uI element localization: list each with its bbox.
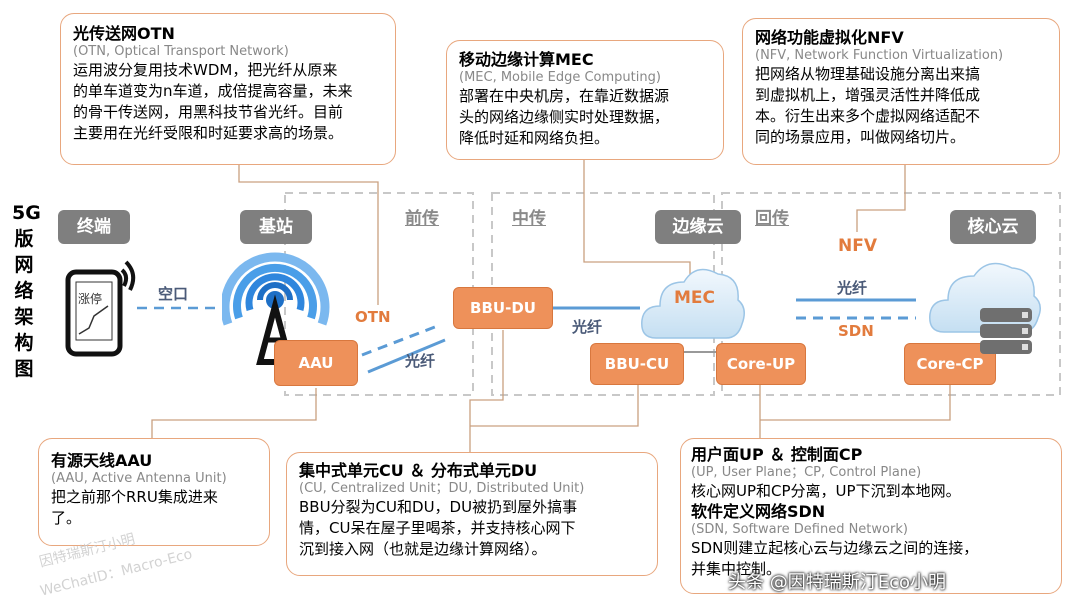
- callout-line: 主要用在光纤受限和时延要求高的场景。: [73, 124, 344, 142]
- segment-fronthaul: 前传: [405, 209, 439, 229]
- phone-icon: [65, 260, 136, 357]
- callout-line: 降低时延和网络负担。: [459, 129, 610, 147]
- callout-title: 光传送网OTN: [73, 24, 175, 43]
- callout-line: 沉到接入网（也就是边缘计算网络）。: [299, 540, 547, 558]
- edge-cloud-icon: [641, 268, 745, 339]
- callout-line: 的骨干传送网，用黑科技节省光纤。目前: [73, 103, 344, 121]
- callout-title: 用户面UP ＆ 控制面CP: [691, 445, 863, 464]
- callout-line: 把之前那个RRU集成进来: [51, 488, 218, 506]
- label-mec: MEC: [674, 288, 716, 308]
- callout-line: BBU分裂为CU和DU，DU被扔到屋外搞事: [299, 498, 578, 516]
- tag-terminal: 终端: [58, 210, 130, 244]
- callout-subtitle-sdn: (SDN, Software Defined Network): [691, 522, 908, 537]
- label-air-interface: 空口: [158, 285, 189, 303]
- callout-line: 运用波分复用技术WDM，把光纤从原来: [73, 61, 338, 79]
- callout-otn: 光传送网OTN (OTN, Optical Transport Network)…: [60, 13, 396, 165]
- callout-line: 了。: [51, 509, 82, 527]
- label-sdn: SDN: [838, 322, 874, 340]
- box-bbu-cu: BBU-CU: [590, 343, 684, 385]
- callout-subtitle: (MEC, Mobile Edge Computing): [459, 70, 661, 85]
- callout-subtitle: (CU, Centralized Unit；DU, Distributed Un…: [299, 481, 585, 496]
- label-fiber-backhaul: 光纤: [837, 279, 868, 297]
- tag-core-cloud: 核心云: [950, 210, 1036, 244]
- callout-mec: 移动边缘计算MEC (MEC, Mobile Edge Computing) 部…: [446, 40, 724, 160]
- label-fiber-fronthaul: 光纤: [405, 352, 436, 370]
- callout-line: 部署在中央机房，在靠近数据源: [459, 87, 670, 105]
- tag-edge-cloud: 边缘云: [655, 210, 741, 244]
- segment-midhaul: 中传: [512, 209, 546, 229]
- callout-subtitle: (NFV, Network Function Virtualization): [755, 48, 1004, 63]
- server-icon: [980, 308, 1032, 354]
- box-core-up: Core-UP: [716, 343, 806, 385]
- callout-title: 集中式单元CU ＆ 分布式单元DU: [299, 461, 538, 480]
- label-nfv: NFV: [838, 236, 877, 256]
- callout-title: 有源天线AAU: [51, 451, 153, 470]
- callout-line: 到虚拟机上，增强灵活性并降低成: [755, 86, 981, 104]
- callout-title: 网络功能虚拟化NFV: [755, 28, 904, 47]
- callout-title: 移动边缘计算MEC: [459, 50, 594, 69]
- label-fiber-midhaul: 光纤: [572, 318, 603, 336]
- label-otn: OTN: [355, 308, 391, 326]
- callout-up-cp-sdn: 用户面UP ＆ 控制面CP (UP, User Plane；CP, Contro…: [680, 438, 1062, 594]
- callout-line: 头的网络边缘侧实时处理数据，: [459, 108, 670, 126]
- watermark-toutiao: 头条 @因特瑞斯汀Eco小明: [728, 572, 947, 593]
- callout-subtitle: (UP, User Plane；CP, Control Plane): [691, 465, 922, 480]
- callout-aau: 有源天线AAU (AAU, Active Antenna Unit) 把之前那个…: [38, 438, 270, 546]
- callout-line: 本。衍生出来多个虚拟网络适配不: [755, 107, 981, 125]
- callout-line: 的单车道变为n车道，成倍提高容量，未来: [73, 82, 353, 100]
- callout-line: 把网络从物理基础设施分离出来搞: [755, 65, 981, 83]
- callout-line: 核心网UP和CP分离，UP下沉到本地网。: [691, 482, 961, 500]
- callout-cu-du: 集中式单元CU ＆ 分布式单元DU (CU, Centralized Unit；…: [286, 452, 658, 576]
- phone-screen-text: 涨停: [78, 292, 103, 306]
- box-core-cp: Core-CP: [904, 343, 996, 385]
- callout-line: 同的场景应用，叫做网络切片。: [755, 128, 966, 146]
- box-bbu-du: BBU-DU: [453, 287, 553, 329]
- callout-line: 并集中控制。: [691, 560, 782, 578]
- segment-backhaul: 回传: [755, 209, 789, 229]
- callout-line: 情，CU呆在屋子里喝茶，并支持核心网下: [299, 519, 576, 537]
- callout-line: SDN则建立起核心云与边缘云之间的连接，: [691, 539, 979, 557]
- tag-base-station: 基站: [240, 210, 312, 244]
- callout-subtitle: (AAU, Active Antenna Unit): [51, 471, 227, 486]
- box-aau: AAU: [274, 340, 358, 386]
- callout-subtitle: (OTN, Optical Transport Network): [73, 44, 289, 59]
- core-cloud-icon: [929, 262, 1041, 354]
- callout-nfv: 网络功能虚拟化NFV (NFV, Network Function Virtua…: [742, 18, 1060, 165]
- vertical-title: 5G版网络架构图: [12, 202, 41, 380]
- callout-title-sdn: 软件定义网络SDN: [691, 502, 826, 521]
